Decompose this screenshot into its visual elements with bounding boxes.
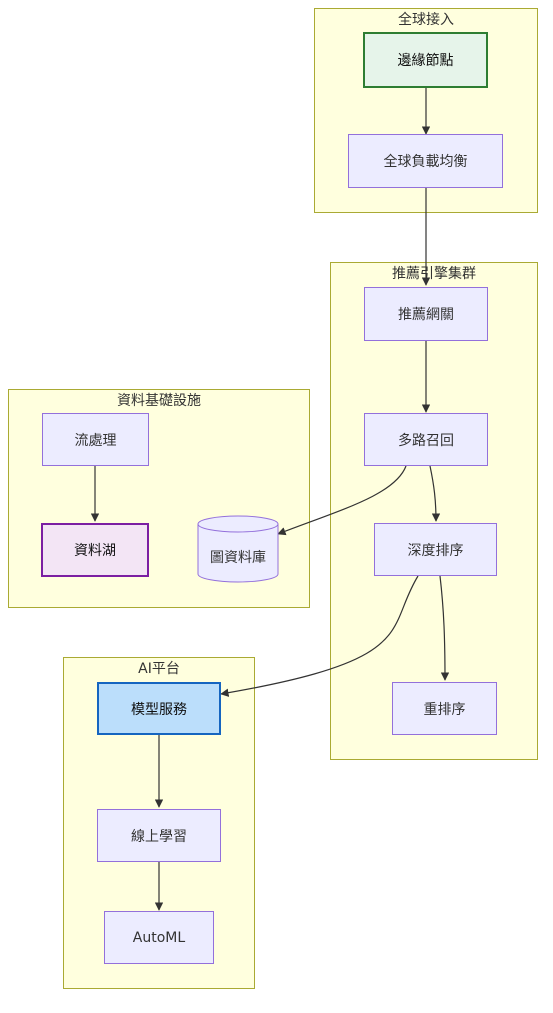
deep-ranking-node[interactable]: 深度排序 (374, 523, 497, 576)
graph-db-cylinder (197, 515, 279, 583)
reranking-label: 重排序 (423, 701, 466, 718)
model-serving-node[interactable]: 模型服務 (97, 682, 221, 735)
cluster-rec-engine: 推薦引擎集群 (330, 262, 538, 760)
edge-node-label: 邊緣節點 (397, 53, 454, 69)
cluster-title-global-access: 全球接入 (398, 12, 454, 28)
edge-ranking-to-model (220, 575, 419, 697)
cluster-title-ai-platform: AI平台 (138, 661, 180, 677)
edge-recall-to-graphdb (277, 465, 407, 536)
rec-gateway-node[interactable]: 推薦網關 (364, 287, 488, 341)
stream-processing-node[interactable]: 流處理 (42, 413, 149, 466)
global-load-balancer-label: 全球負載均衡 (383, 154, 468, 170)
data-lake-node[interactable]: 資料湖 (41, 523, 149, 577)
deep-ranking-label: 深度排序 (407, 542, 464, 559)
multi-recall-node[interactable]: 多路召回 (364, 413, 488, 466)
reranking-node[interactable]: 重排序 (392, 682, 497, 735)
automl-node[interactable]: AutoML (104, 911, 214, 964)
rec-gateway-label: 推薦網關 (398, 307, 454, 323)
graph-db-label[interactable]: 圖資料庫 (210, 550, 266, 566)
stream-processing-label: 流處理 (74, 432, 117, 449)
edge-node[interactable]: 邊緣節點 (363, 32, 488, 88)
data-lake-label: 資料湖 (74, 543, 116, 559)
online-learning-label: 線上學習 (131, 828, 187, 845)
multi-recall-label: 多路召回 (398, 432, 454, 449)
edge-ranking-to-rerank (439, 575, 450, 681)
model-serving-label: 模型服務 (131, 701, 187, 718)
edge-recall-to-ranking (429, 465, 441, 522)
cluster-title-data-infra: 資料基礎設施 (117, 393, 201, 409)
cluster-title-rec-engine: 推薦引擎集群 (392, 266, 476, 282)
global-load-balancer-node[interactable]: 全球負載均衡 (348, 134, 503, 188)
automl-label: AutoML (132, 929, 186, 946)
online-learning-node[interactable]: 線上學習 (97, 809, 221, 862)
